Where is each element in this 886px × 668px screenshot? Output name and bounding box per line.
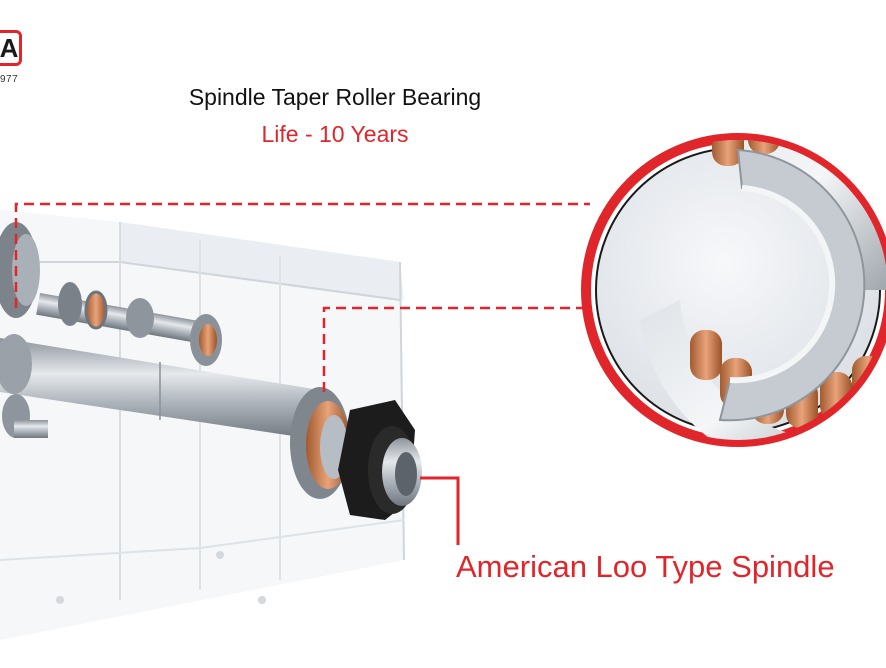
upper-shaft: [36, 282, 222, 366]
logo-letter: A: [0, 32, 19, 63]
magnified-bearing-view: [581, 133, 886, 447]
main-spindle-shaft: [0, 334, 320, 440]
spindle-callout-leader: [420, 476, 460, 545]
logo-year: 977: [0, 74, 19, 85]
bearing-callout-leader: [14, 202, 590, 392]
page-subtitle: Life - 10 Years: [261, 121, 409, 147]
brand-logo: A: [0, 30, 22, 66]
spindle-lock-nut: [338, 400, 422, 520]
spindle-type-label: American Loo Type Spindle: [456, 549, 835, 584]
front-taper-bearing: [290, 387, 350, 499]
lower-bearing: [2, 394, 48, 438]
page-title: Spindle Taper Roller Bearing: [188, 84, 482, 110]
drive-gear: [0, 222, 40, 318]
